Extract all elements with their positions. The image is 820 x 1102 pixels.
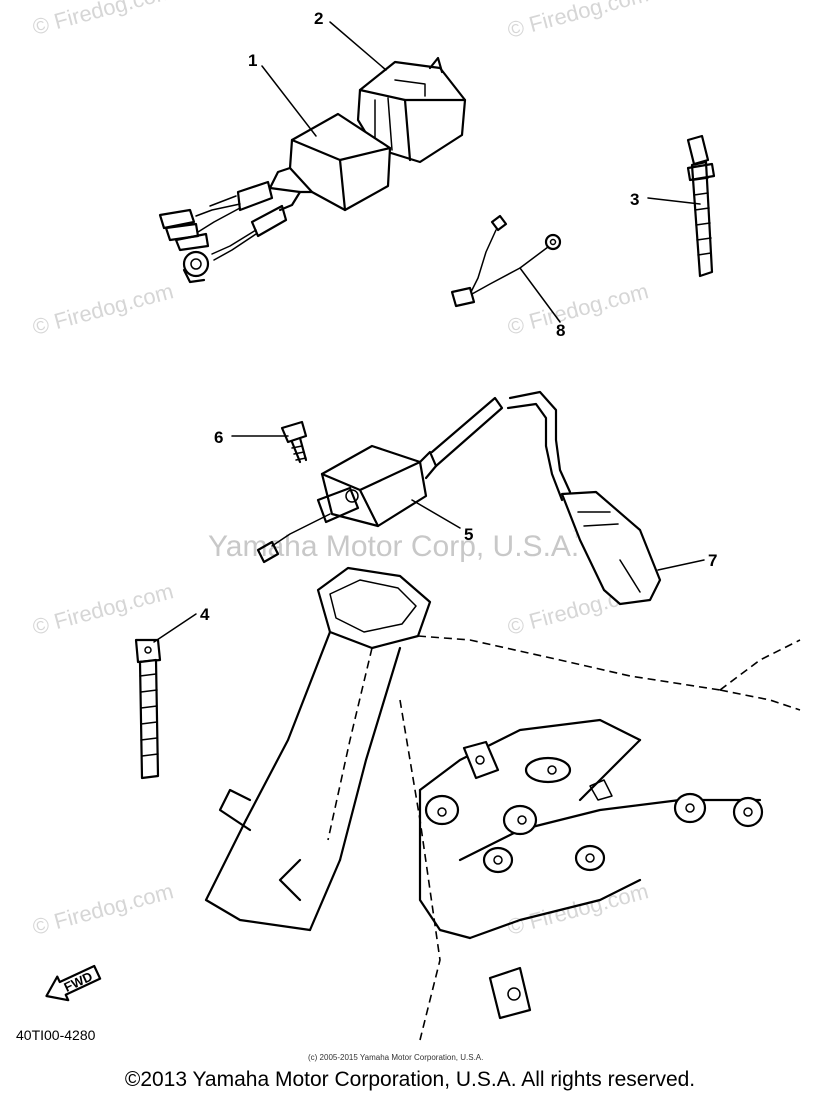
watermark-mid-right: © Firedog.com: [505, 278, 651, 340]
callout-5: 5: [464, 525, 473, 544]
frame-bosses: [424, 740, 764, 1020]
part-5-ignition-coil: [256, 396, 504, 564]
watermark-top-right: © Firedog.com: [505, 0, 651, 43]
part-2-cover: [356, 56, 467, 164]
frame-outline: [204, 566, 801, 1041]
watermark-top-left: © Firedog.com: [30, 0, 176, 40]
callout-4: 4: [200, 605, 210, 624]
part-8-lead-wire: [450, 214, 562, 308]
part-3-cable-tie: [686, 134, 716, 278]
watermark-bottom-right: © Firedog.com: [505, 878, 651, 940]
callout-labels: 1 2 3 4 5 6 7 8: [200, 9, 717, 624]
fwd-label: FWD: [62, 969, 95, 995]
small-credit: (c) 2005-2015 Yamaha Motor Corporation, …: [308, 1053, 483, 1062]
callout-8: 8: [556, 321, 565, 340]
watermark-lower-left: © Firedog.com: [30, 578, 176, 640]
part-code: 40TI00-4280: [16, 1027, 96, 1043]
callout-7: 7: [708, 551, 717, 570]
leader-lines: [153, 21, 705, 643]
callout-1: 1: [248, 51, 257, 70]
callout-3: 3: [630, 190, 639, 209]
part-1-cdi-unit: [158, 112, 392, 284]
part-7-plug-cap: [506, 390, 662, 606]
part-4-cable-tie: [134, 638, 162, 780]
copyright-footer: ©2013 Yamaha Motor Corporation, U.S.A. A…: [124, 1068, 696, 1091]
callout-6: 6: [214, 428, 223, 447]
watermark-mid-left: © Firedog.com: [30, 278, 176, 340]
callout-2: 2: [314, 9, 323, 28]
fwd-direction-badge: FWD: [45, 964, 102, 1002]
watermark-bottom-left: © Firedog.com: [30, 878, 176, 940]
part-6-screw: [280, 420, 308, 464]
